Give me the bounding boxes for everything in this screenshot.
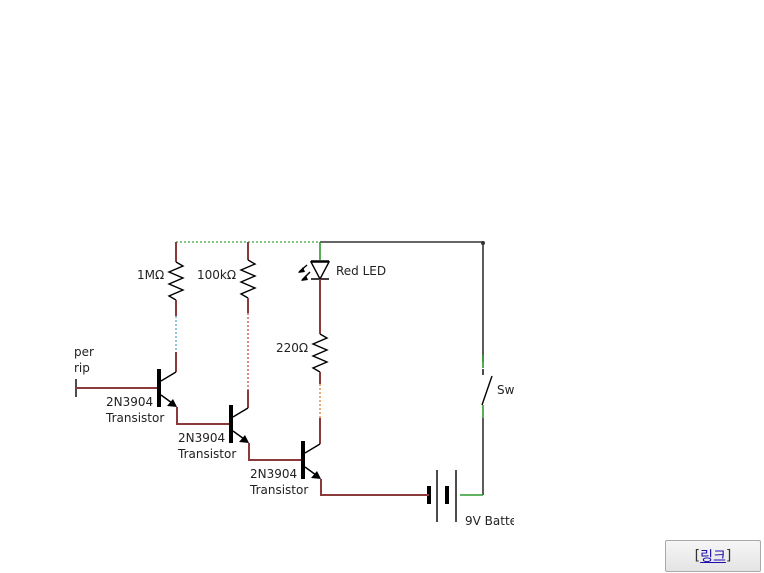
transistor-1-label-line2: Transistor bbox=[105, 411, 164, 425]
resistor-100k-label: 100kΩ bbox=[197, 268, 236, 282]
resistor-1m bbox=[167, 261, 185, 301]
red-led-label: Red LED bbox=[336, 264, 386, 278]
link-button[interactable]: [링크] bbox=[665, 540, 761, 572]
link-text[interactable]: 링크 bbox=[700, 549, 726, 565]
link-open-bracket: [ bbox=[694, 548, 701, 564]
battery-label: 9V Batte bbox=[465, 514, 517, 528]
resistor-100k bbox=[239, 259, 257, 299]
resistor-1m-label: 1MΩ bbox=[137, 268, 164, 282]
resistor-220 bbox=[311, 333, 329, 373]
transistor-1-label-line1: 2N3904 bbox=[106, 395, 153, 409]
resistor-220-label: 220Ω bbox=[276, 341, 308, 355]
sensor-label-line1: per bbox=[74, 345, 94, 359]
left-crop-mask bbox=[0, 330, 74, 440]
transistor-3-label-line2: Transistor bbox=[249, 483, 308, 497]
t2-emitter-to-t3-base bbox=[248, 443, 301, 461]
transistor-3 bbox=[301, 441, 321, 479]
transistor-2 bbox=[229, 405, 249, 443]
switch-blade bbox=[481, 375, 493, 406]
battery-symbol bbox=[427, 470, 457, 522]
transistor-2-label-line2: Transistor bbox=[177, 447, 236, 461]
right-crop-mask bbox=[514, 370, 574, 540]
red-led-symbol bbox=[298, 260, 331, 281]
switch-label: Sw bbox=[497, 383, 515, 397]
t1-emitter-to-t2-base bbox=[176, 407, 229, 425]
transistor-2-label-line1: 2N3904 bbox=[178, 431, 225, 445]
transistor-1 bbox=[157, 369, 177, 407]
link-close-bracket: ] bbox=[725, 548, 732, 564]
sensor-label-line2: rip bbox=[74, 361, 90, 375]
transistor-3-label-line1: 2N3904 bbox=[250, 467, 297, 481]
